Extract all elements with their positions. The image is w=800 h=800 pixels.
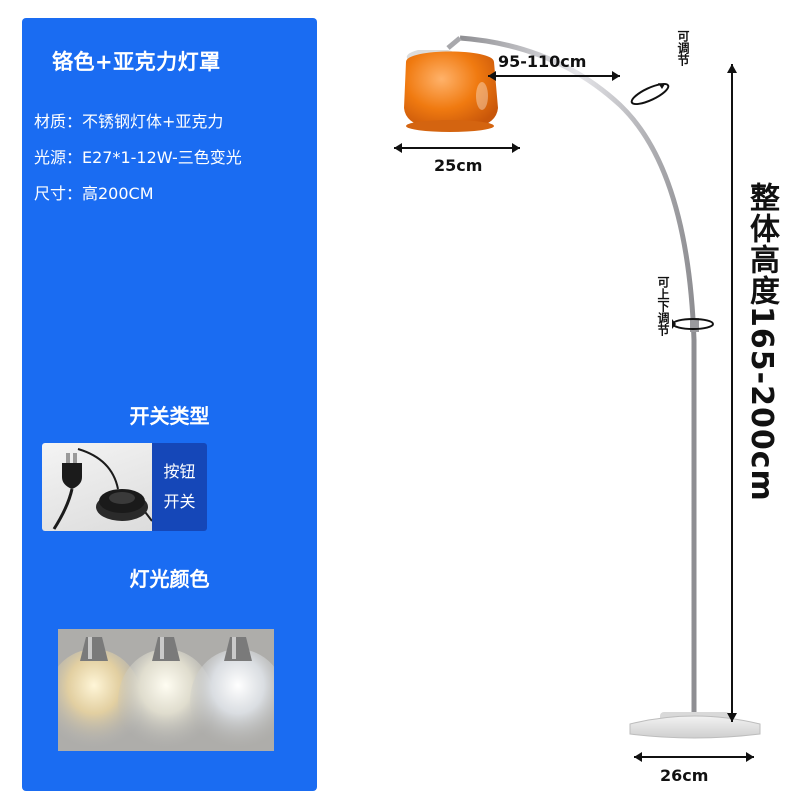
switch-label-line1: 按钮 xyxy=(163,462,196,481)
marble-base xyxy=(629,712,761,739)
switch-type-card: 按钮 开关 xyxy=(42,443,207,531)
adjustable-height-label: 可上下调节 xyxy=(656,276,670,336)
orange-lamp-shade xyxy=(404,50,498,132)
height-joint xyxy=(690,318,699,332)
plug-and-foot-switch-icon xyxy=(42,443,153,531)
switch-label-line2: 开关 xyxy=(163,492,196,511)
spec-material: 材质：不锈钢灯体+亚克力 xyxy=(34,112,224,131)
adjustable-top-label: 可调节 xyxy=(676,30,690,66)
product-title: 铬色+亚克力灯罩 xyxy=(52,50,221,74)
overall-height-label: 整体高度165-200cm xyxy=(744,182,779,502)
switch-type-label: 按钮 开关 xyxy=(152,443,207,531)
rotate-arrow-icon xyxy=(630,82,670,106)
three-spotlight-icon xyxy=(58,629,274,751)
spec-list: 材质：不锈钢灯体+亚克力 光源：E27*1-12W-三色变光 尺寸：高200CM xyxy=(34,104,242,212)
base-width-label: 26cm xyxy=(660,766,709,785)
lamp-diagram xyxy=(394,35,761,762)
shade-width-label: 25cm xyxy=(434,156,483,175)
spec-light-source: 光源：E27*1-12W-三色变光 xyxy=(34,148,242,167)
spec-panel: 铬色+亚克力灯罩 材质：不锈钢灯体+亚克力 光源：E27*1-12W-三色变光 … xyxy=(22,18,317,791)
lamp-arc-pole xyxy=(459,35,697,715)
arm-length-label: 95-110cm xyxy=(498,52,587,71)
light-section-title: 灯光颜色 xyxy=(129,567,210,591)
switch-section-title: 开关类型 xyxy=(129,404,210,428)
spec-size: 尺寸：高200CM xyxy=(34,184,154,203)
